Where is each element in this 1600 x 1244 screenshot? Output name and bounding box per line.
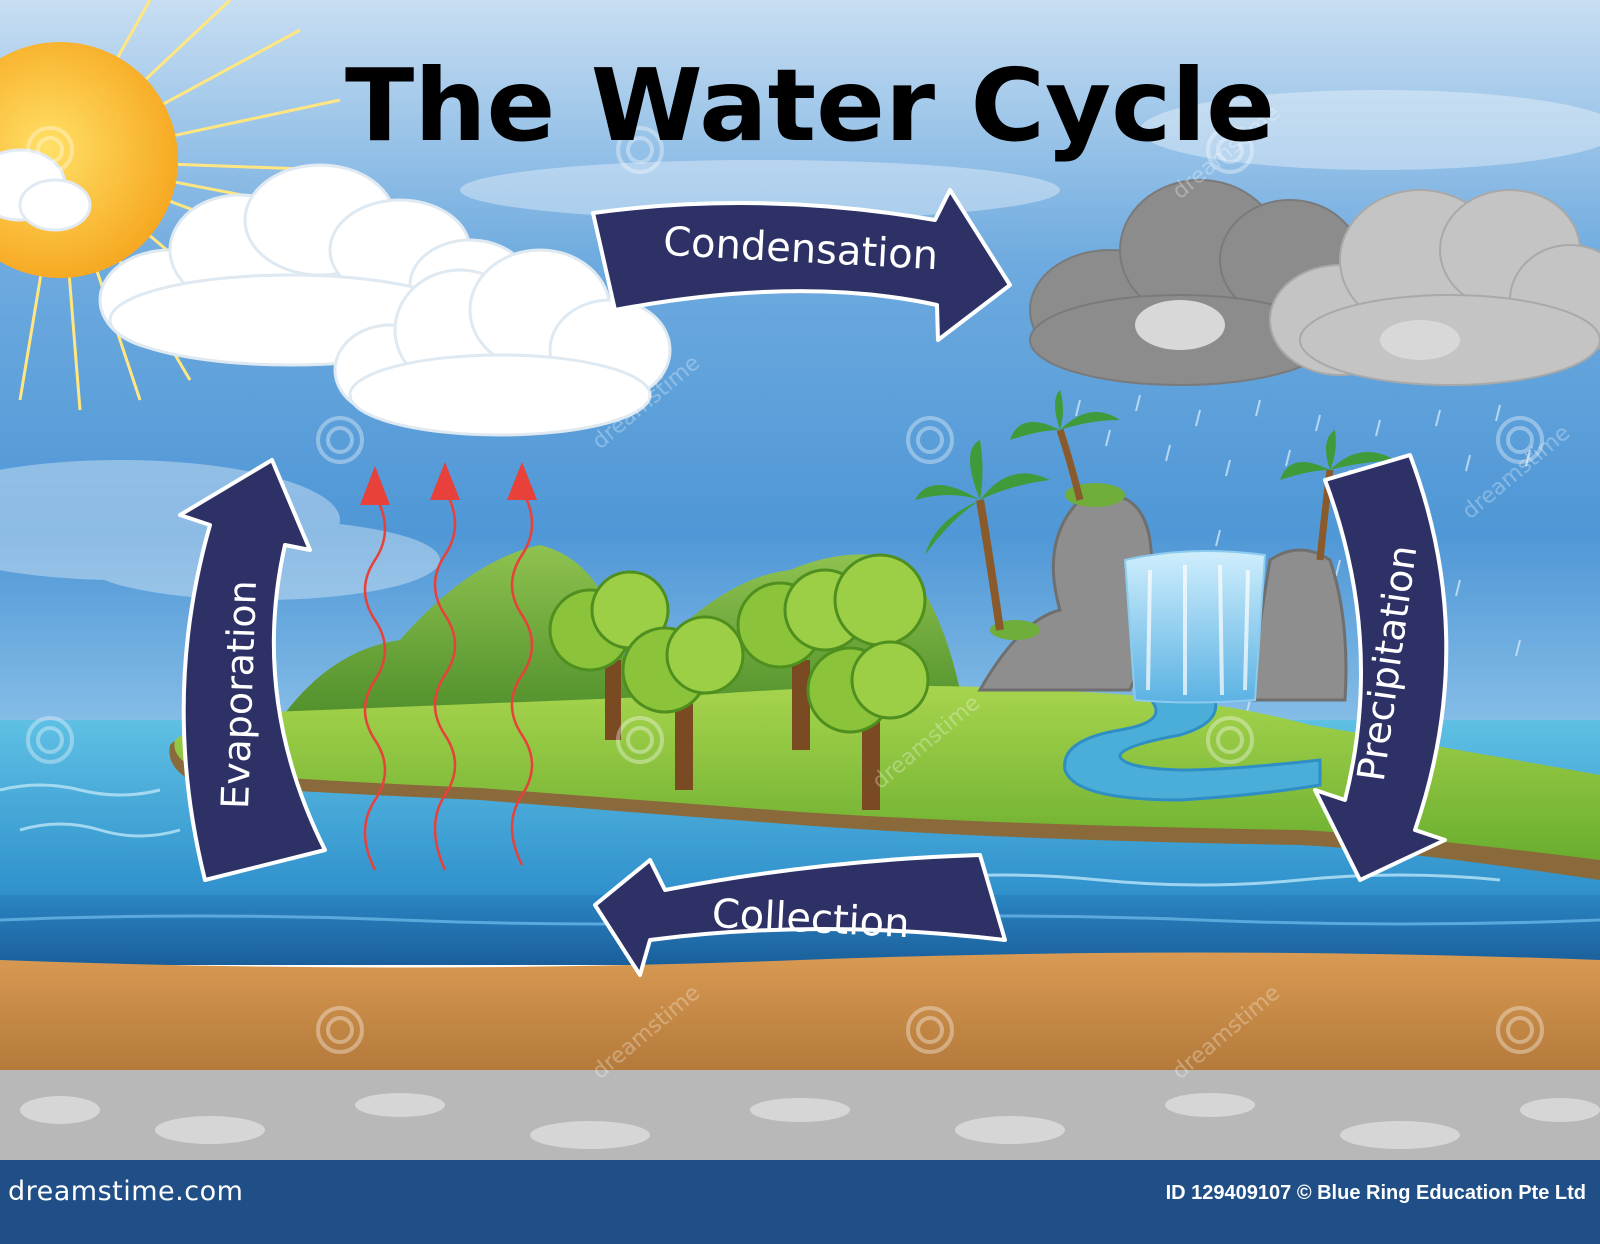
wave-lines <box>0 783 1501 887</box>
pebbles <box>20 1093 1600 1149</box>
footer-bar: dreamstime.com ID 129409107 © Blue Ring … <box>0 1160 1600 1244</box>
palm-tree-icon <box>915 440 1050 631</box>
precipitation-arrow <box>1313 453 1449 882</box>
tree-icon <box>548 570 670 740</box>
waterfall-streaks <box>1146 564 1250 696</box>
sand-layer <box>0 952 1600 1075</box>
cloud-icon <box>333 248 672 437</box>
collection-arrow <box>593 853 1007 977</box>
water-cycle-illustration: dreamstime dreamstime dreamstime dreamst… <box>0 0 1600 1160</box>
rain-cloud-icon <box>1029 179 1600 386</box>
footer-site-name: dreamstime.com <box>8 1176 244 1207</box>
evaporation-label: Evaporation <box>213 579 265 809</box>
palm-tree-icon <box>1280 430 1395 561</box>
heat-wave-arrow-icon <box>363 489 534 871</box>
sky-wisps <box>0 90 1600 600</box>
heat-wave-arrowheads <box>360 462 537 505</box>
cloud-icon <box>0 148 92 232</box>
condensation-arrow <box>591 188 1012 342</box>
tree-icon <box>806 640 930 810</box>
page-title: The Water Cycle <box>345 47 1275 164</box>
tree-icon <box>621 615 745 790</box>
waterfall-icon <box>1123 550 1267 704</box>
collection-label: Collection <box>711 891 911 947</box>
watermark-swirls <box>26 126 1544 1054</box>
evaporation-arrow <box>178 458 327 882</box>
footer-image-credit: ID 129409107 © Blue Ring Education Pte L… <box>1165 1182 1586 1204</box>
palm-tree-icon <box>1010 390 1120 501</box>
hill-left <box>280 545 640 720</box>
cloud-icon <box>98 163 532 367</box>
island-grass <box>174 686 1600 860</box>
rock-icon <box>977 483 1348 702</box>
river <box>1063 688 1322 802</box>
